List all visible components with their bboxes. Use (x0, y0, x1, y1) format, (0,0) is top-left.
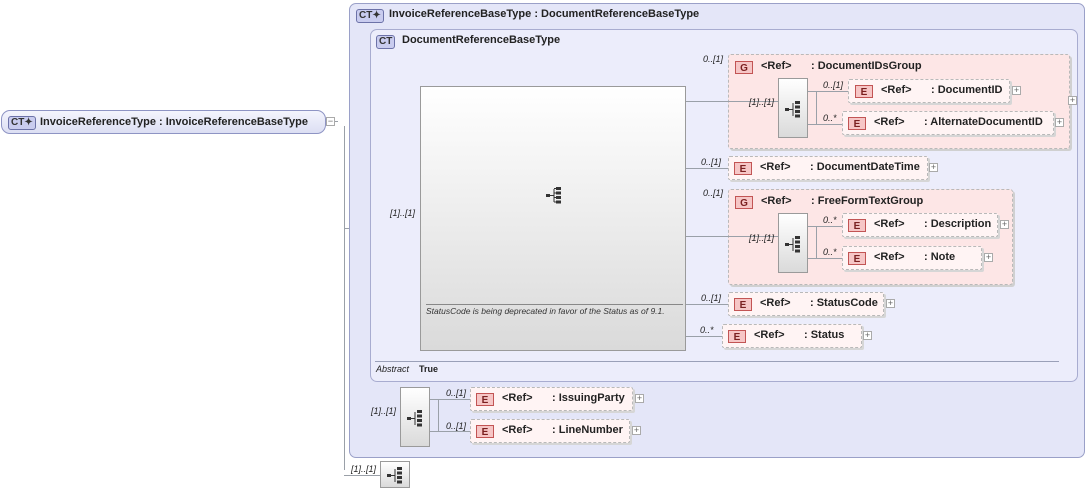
alternate-document-id-cardinality: 0..* (823, 113, 837, 123)
document-date-time-element[interactable]: E <Ref> : DocumentDateTime (728, 156, 928, 180)
description-element[interactable]: E <Ref> : Description (842, 213, 998, 237)
root-type-base: : InvoiceReferenceBaseType (159, 116, 309, 128)
group-kind-icon: G (735, 61, 753, 74)
outer-sequence-compositor[interactable] (400, 387, 430, 447)
line-number-name: : LineNumber (552, 424, 623, 436)
ref-label: <Ref> (761, 60, 792, 72)
issuing-party-expand[interactable]: + (635, 393, 644, 403)
element-kind-icon: E (476, 425, 494, 438)
complex-type-icon: CT✦ (8, 116, 36, 130)
sequence-icon (785, 236, 800, 253)
inner-sequence-compositor[interactable]: StatusCode is being deprecated in favor … (420, 86, 686, 351)
status-code-name: : StatusCode (810, 297, 878, 309)
description-cardinality: 0..* (823, 215, 837, 225)
outer-sequence-cardinality: [1]..[1] (371, 406, 397, 416)
element-kind-icon: E (734, 162, 752, 175)
alternate-document-id-expand[interactable]: + (1055, 117, 1064, 127)
issuing-party-element[interactable]: E <Ref> : IssuingParty (470, 387, 633, 411)
line-number-expand[interactable]: + (632, 425, 641, 435)
ref-label: <Ref> (761, 195, 792, 207)
status-cardinality: 0..* (700, 325, 714, 335)
alternate-document-id-element[interactable]: E <Ref> : AlternateDocumentID (842, 111, 1054, 135)
document-id-element[interactable]: E <Ref> : DocumentID (848, 79, 1010, 103)
element-kind-icon: E (848, 252, 866, 265)
line-number-cardinality: 0..[1] (446, 421, 467, 431)
document-id-cardinality: 0..[1] (823, 80, 844, 90)
document-id-expand[interactable]: + (1012, 85, 1021, 95)
root-type-label: InvoiceReferenceType : InvoiceReferenceB… (40, 116, 308, 128)
ref-label: <Ref> (760, 161, 791, 173)
group2-sequence-cardinality: [1]..[1] (749, 233, 775, 243)
description-name: : Description (924, 218, 992, 230)
note-cardinality: 0..* (823, 247, 837, 257)
document-ids-group-expand[interactable]: + (1068, 95, 1077, 105)
abstract-label: Abstract (376, 364, 410, 374)
status-code-expand[interactable]: + (886, 298, 895, 308)
document-ids-group-cardinality: 0..[1] (703, 54, 724, 64)
annotation-divider (426, 304, 683, 305)
alternate-document-id-name: : AlternateDocumentID (924, 116, 1043, 128)
abstract-value: True (419, 364, 439, 374)
document-date-time-name: : DocumentDateTime (810, 161, 920, 173)
inner-sequence-cardinality: [1]..[1] (390, 208, 416, 218)
free-form-text-group-name: : FreeFormTextGroup (811, 195, 924, 207)
note-expand[interactable]: + (984, 252, 993, 262)
root-sequence-cardinality: [1]..[1] (351, 464, 377, 474)
document-date-time-cardinality: 0..[1] (701, 157, 722, 167)
group1-sequence-cardinality: [1]..[1] (749, 97, 775, 107)
group1-sequence-compositor[interactable] (778, 78, 808, 138)
abstract-divider (375, 361, 1059, 362)
ref-label: <Ref> (502, 392, 533, 404)
outer-type-title: InvoiceReferenceBaseType : DocumentRefer… (389, 8, 699, 20)
root-type-node[interactable]: CT✦ InvoiceReferenceType : InvoiceRefere… (1, 110, 326, 134)
ref-label: <Ref> (754, 329, 785, 341)
root-sequence-compositor[interactable] (380, 461, 410, 488)
sequence-icon (387, 467, 402, 484)
outer-type-base: : DocumentReferenceBaseType (534, 8, 700, 20)
description-expand[interactable]: + (1000, 219, 1009, 229)
group2-sequence-compositor[interactable] (778, 213, 808, 273)
element-kind-icon: E (848, 219, 866, 232)
complex-type-icon: CT (376, 35, 396, 49)
ref-label: <Ref> (874, 116, 905, 128)
element-kind-icon: E (848, 117, 866, 130)
root-type-name: InvoiceReferenceType (40, 116, 156, 128)
note-name: : Note (924, 251, 956, 263)
ref-label: <Ref> (760, 297, 791, 309)
note-element[interactable]: E <Ref> : Note (842, 246, 982, 270)
document-id-name: : DocumentID (931, 84, 1003, 96)
element-kind-icon: E (728, 330, 746, 343)
element-kind-icon: E (855, 85, 873, 98)
issuing-party-cardinality: 0..[1] (446, 388, 467, 398)
sequence-icon (407, 410, 422, 427)
group-kind-icon: G (735, 196, 753, 209)
element-kind-icon: E (734, 298, 752, 311)
free-form-text-group-cardinality: 0..[1] (703, 188, 724, 198)
outer-type-name: InvoiceReferenceBaseType (389, 8, 532, 20)
document-ids-group-name: : DocumentIDsGroup (811, 60, 922, 72)
inner-type-name: DocumentReferenceBaseType (402, 34, 561, 46)
status-expand[interactable]: + (863, 330, 872, 340)
status-code-cardinality: 0..[1] (701, 293, 722, 303)
issuing-party-name: : IssuingParty (552, 392, 625, 404)
annotation-text: StatusCode is being deprecated in favor … (426, 306, 665, 316)
sequence-icon (546, 187, 561, 204)
status-name: : Status (804, 329, 845, 341)
sequence-icon (785, 101, 800, 118)
ref-label: <Ref> (881, 84, 912, 96)
ref-label: <Ref> (874, 218, 905, 230)
ref-label: <Ref> (874, 251, 905, 263)
complex-type-icon: CT✦ (356, 9, 384, 23)
root-collapse-toggle[interactable]: − (326, 116, 335, 126)
status-element[interactable]: E <Ref> : Status (722, 324, 862, 348)
document-date-time-expand[interactable]: + (929, 162, 938, 172)
element-kind-icon: E (476, 393, 494, 406)
ref-label: <Ref> (502, 424, 533, 436)
status-code-element[interactable]: E <Ref> : StatusCode (728, 292, 884, 316)
line-number-element[interactable]: E <Ref> : LineNumber (470, 419, 630, 443)
